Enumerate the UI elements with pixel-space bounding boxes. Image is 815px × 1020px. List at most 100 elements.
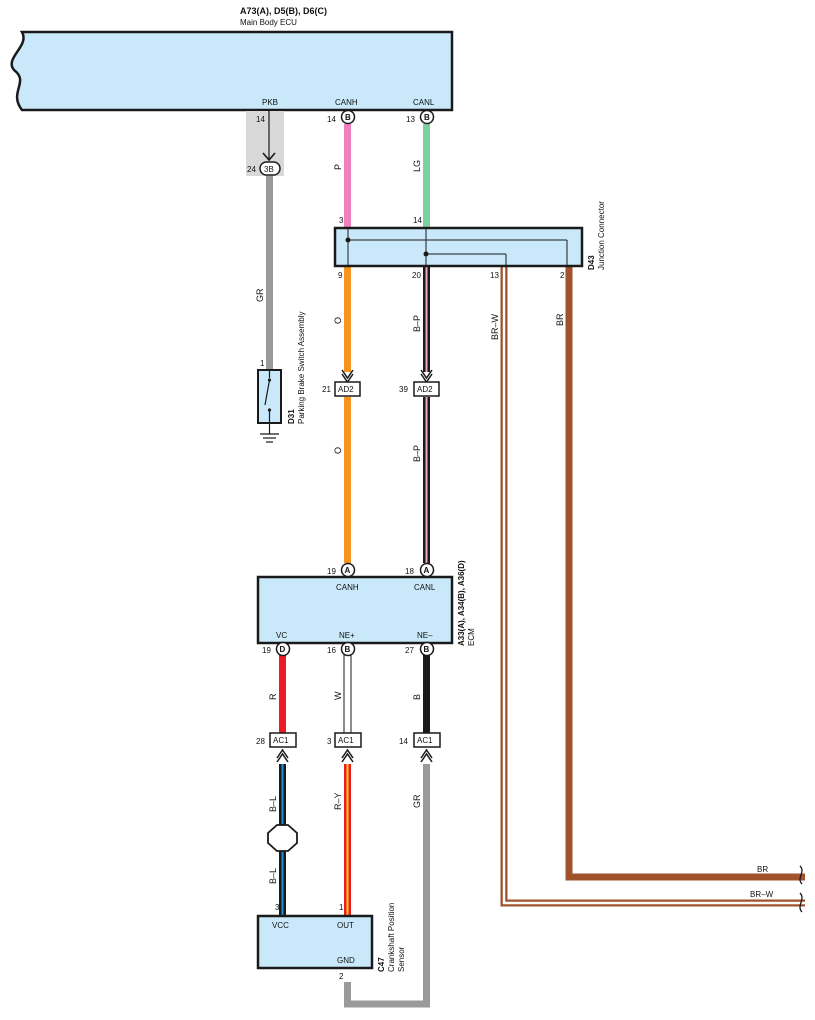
wire-gr-upper <box>266 176 273 370</box>
sensor-gnd-label: GND <box>337 956 355 965</box>
offpage-br-label: BR <box>757 865 768 874</box>
ground-icon <box>260 433 279 443</box>
ecm-canh-connector <box>340 562 356 578</box>
wire-o-upper <box>344 266 351 372</box>
ecm-neminus-connector <box>419 641 435 657</box>
ecm-neplus-label: NE+ <box>339 631 355 640</box>
ecm-neplus-connector <box>340 641 356 657</box>
wire-label-lg: LG <box>412 160 422 172</box>
parking-brake-code: D31 <box>287 409 296 424</box>
main-body-ecu: A73(A), D5(B), D6(C) Main Body ECU PKB C… <box>10 6 454 112</box>
junction-splice-canh <box>345 237 351 243</box>
sensor-out-pin: 1 <box>339 903 344 912</box>
crankshaft-sensor: 3 1 VCC OUT GND 2 C47 Crankshaft Positio… <box>256 903 406 981</box>
sensor-name-line2: Sensor <box>397 946 406 972</box>
ac1-connector-right: 14 AC1 <box>399 732 441 763</box>
main-ecu-canh-connector <box>340 109 356 125</box>
junction-pin-2: 2 <box>560 271 565 280</box>
ecm-canl-label: CANL <box>414 583 436 592</box>
ecm-name: ECM <box>467 628 476 646</box>
ecm-canh-letter: A <box>345 566 351 575</box>
main-body-ecu-box <box>10 30 454 112</box>
pkb-arrow-icon <box>262 152 276 162</box>
wire-br <box>565 266 805 881</box>
main-ecu-canl-connector <box>419 109 435 125</box>
main-ecu-codes: A73(A), D5(B), D6(C) <box>240 6 327 16</box>
wire-label-bl-lower: B–L <box>268 868 278 884</box>
parking-brake-switch: 1 D31 Parking Brake Switch Assembly <box>257 312 306 443</box>
offpage-break: BR BR–W <box>750 865 803 913</box>
ecm-canl-letter: A <box>424 566 430 575</box>
wire-r <box>279 655 286 733</box>
ecm-canl-connector <box>419 562 435 578</box>
junction-code: D43 <box>587 255 596 270</box>
main-ecu-pkb-label: PKB <box>262 98 278 107</box>
ad2-right-pin: 39 <box>399 385 408 394</box>
ac1-right-label: AC1 <box>417 736 433 745</box>
wire-label-r: R <box>268 693 278 700</box>
wire-label-p: P <box>333 164 343 170</box>
junction-pin-3: 3 <box>339 216 344 225</box>
junction-splice-canl <box>423 251 429 257</box>
wire-label-o-upper: O <box>333 317 343 324</box>
wire-gr-lower <box>344 764 430 1008</box>
main-ecu-canh-pin: 14 <box>327 115 336 124</box>
junction-pin-9: 9 <box>338 271 343 280</box>
ecm-neminus-letter: B <box>424 645 430 654</box>
ecm-vc-label: VC <box>276 631 287 640</box>
wire-b <box>423 655 430 733</box>
ac1-right-pin: 14 <box>399 737 408 746</box>
ad2-left-label: AD2 <box>338 385 354 394</box>
parking-brake-name: Parking Brake Switch Assembly <box>297 312 306 425</box>
wire-label-brw: BR–W <box>490 313 500 340</box>
junction-connector: 3 14 9 20 13 2 D43 Junction Connector <box>333 201 606 280</box>
junction-pin-20: 20 <box>412 271 421 280</box>
wire-label-gr-upper: GR <box>255 288 265 302</box>
main-ecu-canh-letter: B <box>345 113 351 122</box>
junction-pin-13: 13 <box>490 271 499 280</box>
sensor-box <box>256 914 374 970</box>
inline-3b-label: 3B <box>264 165 274 174</box>
wire-label-ry: R–Y <box>333 792 343 810</box>
wire-w <box>343 654 352 734</box>
wire-o-lower <box>344 397 351 563</box>
switch-contact-icon <box>264 379 271 406</box>
ecm-neminus-pin: 27 <box>405 646 414 655</box>
wire-p <box>344 124 351 228</box>
ad2-connector-right: 39 AD2 <box>399 369 440 397</box>
wire-label-b: B <box>412 694 422 700</box>
ecm-canh-label: CANH <box>336 583 359 592</box>
wire-label-o-lower: O <box>333 447 343 454</box>
ac1-mid-pin: 3 <box>327 737 332 746</box>
sensor-out-label: OUT <box>337 921 354 930</box>
wire-label-w: W <box>333 691 343 700</box>
arrow-up-icon <box>276 748 289 763</box>
ecm-neminus-label: NE– <box>417 631 433 640</box>
ecm-canh-pin: 19 <box>327 567 336 576</box>
main-ecu-pkb-pin: 14 <box>256 115 265 124</box>
main-ecu-name: Main Body ECU <box>240 18 297 27</box>
wire-label-gr-lower: GR <box>412 794 422 808</box>
ecm-vc-pin: 19 <box>262 646 271 655</box>
sensor-code: C47 <box>377 957 386 972</box>
main-ecu-canl-pin: 13 <box>406 115 415 124</box>
ecm-codes: A33(A), A34(B), A36(D) <box>457 560 466 646</box>
shield-junction-icon <box>267 824 298 852</box>
wire-label-bp-upper: B–P <box>412 315 422 332</box>
ecm-neplus-pin: 16 <box>327 646 336 655</box>
main-ecu-canl-label: CANL <box>413 98 435 107</box>
junction-name: Junction Connector <box>597 201 606 270</box>
ac1-left-label: AC1 <box>273 736 289 745</box>
ad2-left-pin: 21 <box>322 385 331 394</box>
ac1-connector-left: 28 AC1 <box>256 732 297 763</box>
junction-pin-14: 14 <box>413 216 422 225</box>
offpage-brw-label: BR–W <box>750 890 774 899</box>
parking-brake-pin: 1 <box>260 359 265 368</box>
ecm-vc-letter: D <box>280 645 286 654</box>
ac1-connector-mid: 3 AC1 <box>327 732 362 763</box>
ecm-box <box>256 575 454 645</box>
wire-label-bl-upper: B–L <box>268 796 278 812</box>
arrow-up-icon <box>341 748 354 763</box>
inline-3b-pin: 24 <box>247 165 256 174</box>
wire-label-bp-lower: B–P <box>412 445 422 462</box>
